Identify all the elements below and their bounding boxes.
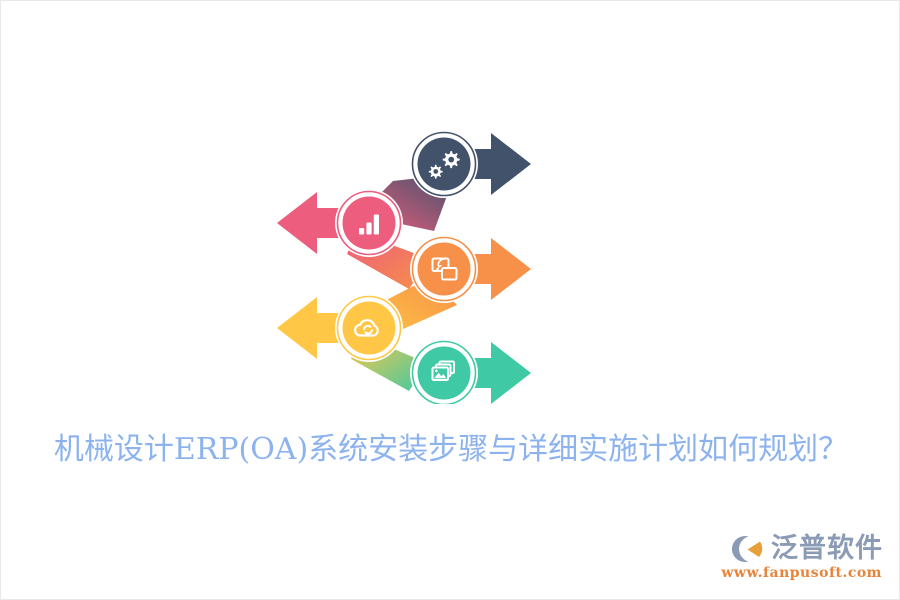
gears-icon [428,151,460,179]
step-3-arrow-right[interactable] [437,238,531,300]
step-2-node[interactable] [335,189,403,257]
brand-logo[interactable]: 泛普软件 www.fanpusoft.com [721,534,883,582]
step-5-arrow-right[interactable] [437,342,531,404]
zigzag-arrow-infographic [259,119,549,404]
gallery-icon [431,360,455,381]
step-1-node[interactable] [410,130,478,198]
bar-chart-icon [359,214,379,235]
step-1-arrow-right[interactable] [437,133,531,195]
screen-cast-icon [431,257,458,281]
step-4-arrow-left[interactable] [277,297,371,359]
page-title: 机械设计ERP(OA)系统安装步骤与详细实施计划如何规划？ [53,432,849,467]
logo-row: 泛普软件 [728,534,883,564]
cloud-sync-icon [353,319,379,337]
step-5-node[interactable] [410,339,478,404]
logo-url-text: www.fanpusoft.com [721,565,882,581]
step-3-node[interactable] [410,235,478,303]
step-4-node[interactable] [335,294,403,362]
logo-brand-text: 泛普软件 [771,533,883,564]
fanpu-logo-mark [731,536,763,562]
step-2-arrow-left[interactable] [277,192,371,254]
